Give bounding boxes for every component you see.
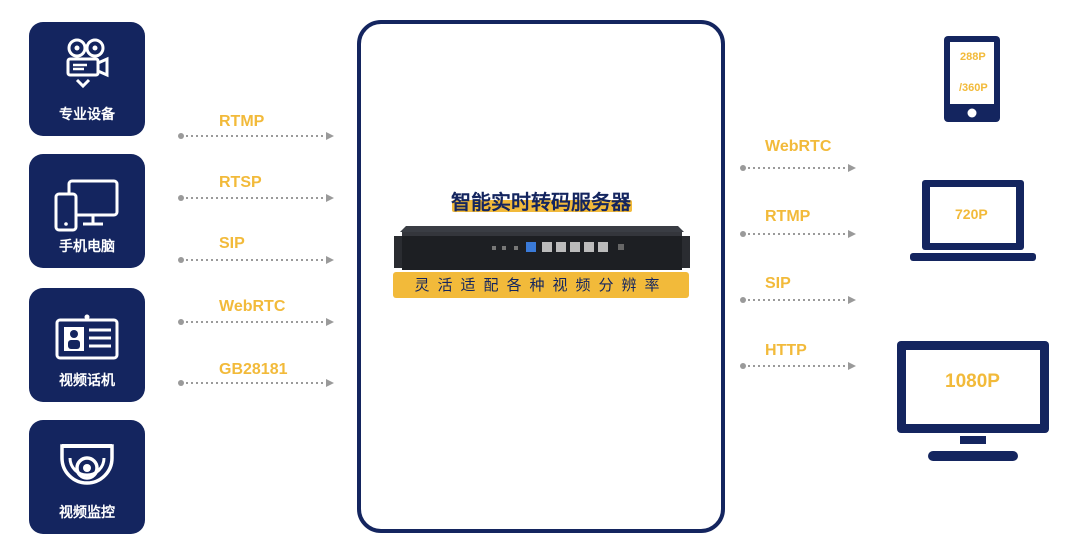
monitor-resolution: 1080P bbox=[945, 371, 1000, 392]
laptop-resolution: 720P bbox=[955, 206, 988, 222]
input-protocol-gb28181: GB28181 bbox=[219, 361, 288, 378]
monitor-device-icon bbox=[897, 341, 1049, 461]
source-label: 视频监控 bbox=[59, 505, 115, 521]
title-highlight bbox=[452, 200, 632, 212]
camera-icon bbox=[66, 38, 109, 89]
input-arrow bbox=[178, 194, 334, 202]
input-protocol-rtsp: RTSP bbox=[219, 174, 262, 191]
input-arrow bbox=[178, 379, 334, 387]
input-arrow bbox=[178, 132, 334, 140]
phone-computer-icon bbox=[54, 179, 119, 232]
source-label: 手机电脑 bbox=[59, 239, 115, 255]
input-protocol-sip: SIP bbox=[219, 235, 245, 252]
source-video-surveillance: 视频监控 bbox=[29, 420, 145, 534]
output-protocol-sip: SIP bbox=[765, 275, 791, 292]
phone-device-icon bbox=[944, 36, 1000, 122]
source-video-phone: 视频话机 bbox=[29, 288, 145, 402]
input-arrow bbox=[178, 318, 334, 326]
input-arrow bbox=[178, 256, 334, 264]
dome-camera-icon bbox=[60, 444, 114, 485]
input-protocol-rtmp: RTMP bbox=[219, 113, 265, 130]
source-label: 专业设备 bbox=[59, 107, 115, 123]
server-banner: 灵活适配各种视频分辨率 bbox=[393, 272, 689, 298]
output-protocol-rtmp: RTMP bbox=[765, 208, 811, 225]
output-protocol-http: HTTP bbox=[765, 342, 807, 359]
source-professional-device: 专业设备 bbox=[29, 22, 145, 136]
video-phone-icon bbox=[55, 314, 119, 360]
server-title: 智能实时转码服务器 bbox=[451, 190, 631, 214]
output-arrow bbox=[740, 230, 856, 238]
source-phone-computer: 手机电脑 bbox=[29, 154, 145, 268]
input-protocol-webrtc: WebRTC bbox=[219, 298, 286, 315]
output-arrow bbox=[740, 164, 856, 172]
phone-resolution-2: /360P bbox=[959, 82, 988, 94]
output-protocol-webrtc: WebRTC bbox=[765, 138, 832, 155]
laptop-device-icon bbox=[910, 180, 1036, 261]
output-arrow bbox=[740, 362, 856, 370]
server-hardware-icon bbox=[394, 226, 690, 270]
source-label: 视频话机 bbox=[59, 373, 115, 389]
output-arrow bbox=[740, 296, 856, 304]
phone-resolution-1: 288P bbox=[960, 51, 986, 63]
